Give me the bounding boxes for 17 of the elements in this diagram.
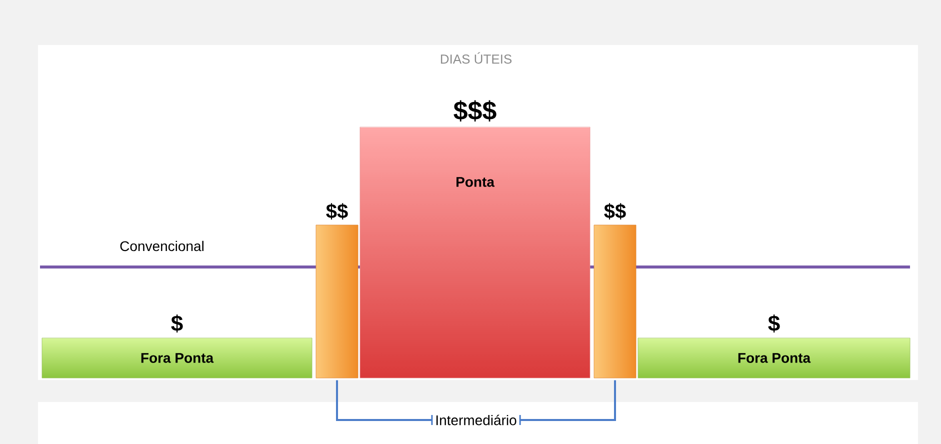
bar bbox=[316, 224, 358, 378]
box-label: Ponta bbox=[456, 177, 495, 187]
rate-box bbox=[42, 338, 312, 378]
box-label: Fora Ponta bbox=[738, 353, 811, 363]
price-symbol: $ bbox=[171, 314, 183, 332]
bracket-line bbox=[336, 380, 432, 421]
box-label: Fora Ponta bbox=[141, 353, 214, 363]
line-label: Convencional bbox=[120, 240, 204, 252]
title: DIAS ÚTEIS bbox=[440, 52, 512, 64]
price-symbol: $$ bbox=[326, 203, 348, 220]
rate-box bbox=[638, 338, 910, 378]
price-symbol: $ bbox=[768, 314, 780, 332]
bar bbox=[594, 224, 636, 378]
bracket-label: Intermediário bbox=[436, 414, 516, 426]
bracket-line bbox=[520, 380, 616, 421]
price-symbol: $$ bbox=[604, 203, 626, 220]
price-symbol: $$$ bbox=[454, 100, 496, 122]
